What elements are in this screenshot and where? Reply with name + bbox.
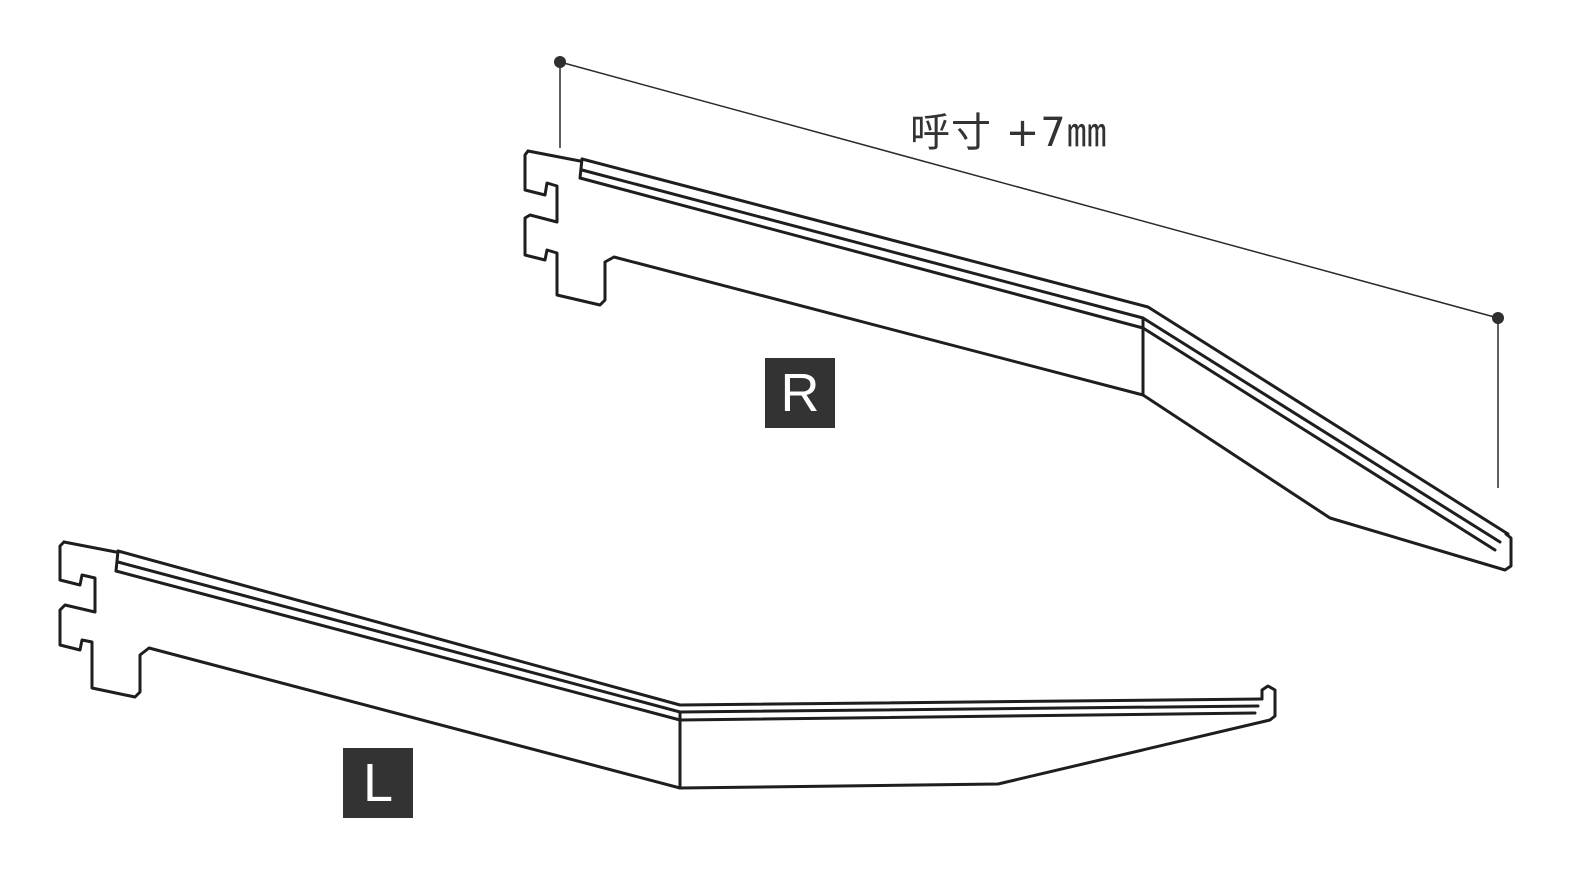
dimension-endpoint bbox=[1492, 312, 1504, 324]
dimension-line bbox=[554, 56, 1504, 488]
left-bracket-badge: L bbox=[343, 748, 413, 818]
bracket-right bbox=[523, 149, 1513, 572]
dimension-label: 呼寸 +7㎜ bbox=[910, 110, 1108, 156]
right-bracket-badge: R bbox=[765, 358, 835, 428]
dimension-endpoint bbox=[554, 56, 566, 68]
bracket-left bbox=[58, 540, 1277, 790]
